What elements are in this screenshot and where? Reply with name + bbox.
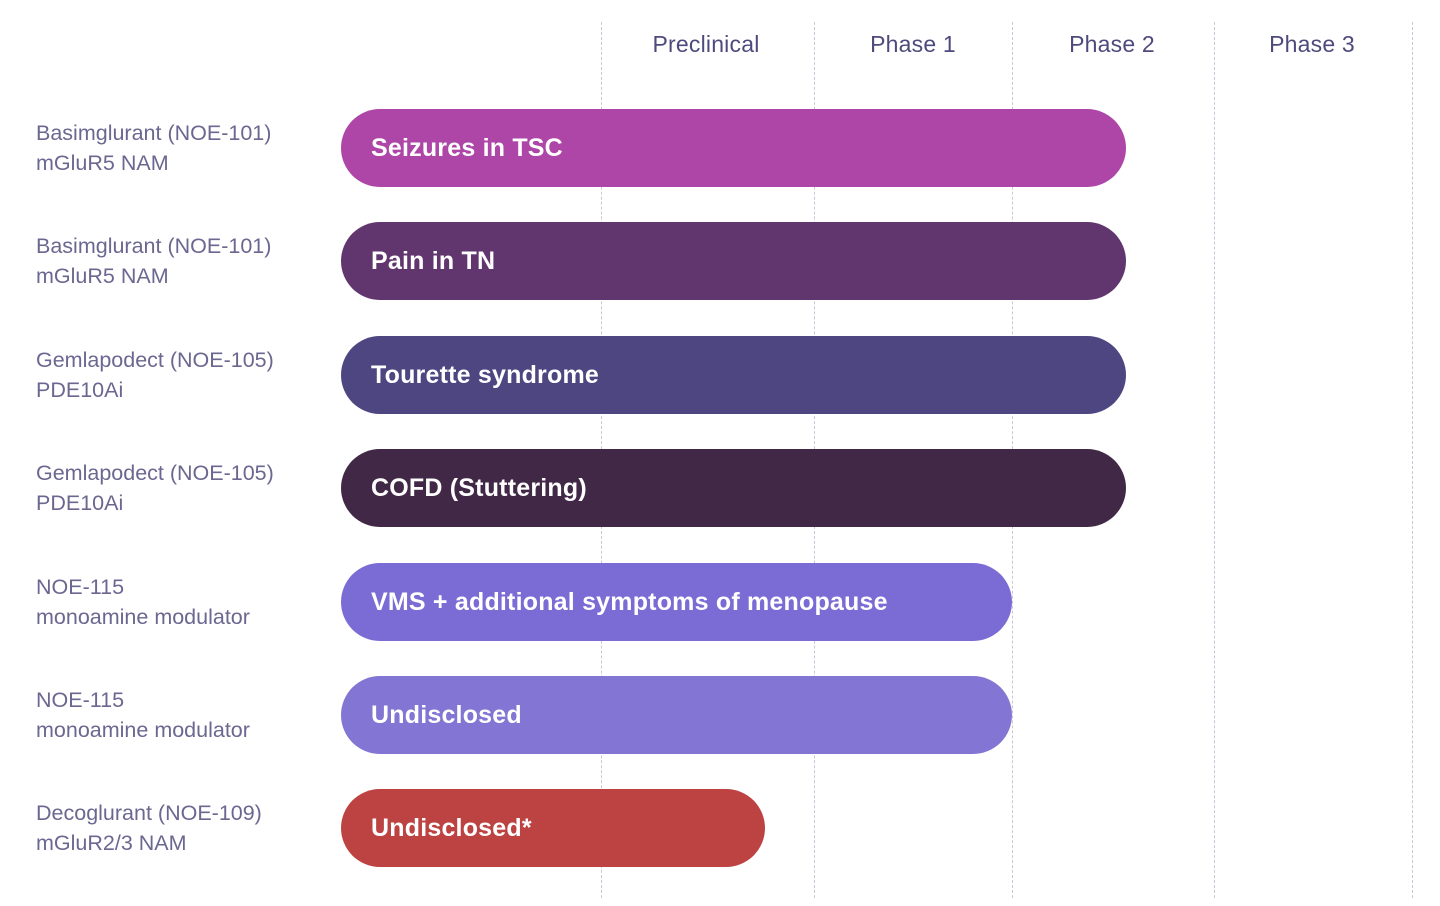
indication-label: VMS + additional symptoms of menopause xyxy=(371,587,888,616)
program-label: Decoglurant (NOE-109) mGluR2/3 NAM xyxy=(36,798,331,858)
pipeline-row: Basimglurant (NOE-101) mGluR5 NAM Seizur… xyxy=(0,91,1440,205)
program-target: PDE10Ai xyxy=(36,378,124,402)
pipeline-bar[interactable]: VMS + additional symptoms of menopause xyxy=(341,563,1012,641)
indication-label: Pain in TN xyxy=(371,246,496,275)
pipeline-row: Gemlapodect (NOE-105) PDE10Ai Tourette s… xyxy=(0,318,1440,432)
pipeline-bar[interactable]: Undisclosed* xyxy=(341,789,765,867)
program-compound: NOE-115 xyxy=(36,575,125,599)
program-label: NOE-115 monoamine modulator xyxy=(36,572,331,632)
pipeline-bar[interactable]: Seizures in TSC xyxy=(341,109,1126,187)
program-target: mGluR5 NAM xyxy=(36,151,169,175)
indication-label: COFD (Stuttering) xyxy=(371,473,587,502)
pipeline-bar[interactable]: COFD (Stuttering) xyxy=(341,449,1126,527)
pipeline-row: NOE-115 monoamine modulator Undisclosed xyxy=(0,658,1440,772)
program-compound: Basimglurant (NOE-101) xyxy=(36,121,272,145)
indication-label: Undisclosed* xyxy=(371,813,532,842)
pipeline-bar[interactable]: Pain in TN xyxy=(341,222,1126,300)
program-target: PDE10Ai xyxy=(36,491,124,515)
phase-header-phase-2: Phase 2 xyxy=(1069,31,1155,57)
program-label: Gemlapodect (NOE-105) PDE10Ai xyxy=(36,458,331,518)
indication-label: Undisclosed xyxy=(371,700,522,729)
program-label: Gemlapodect (NOE-105) PDE10Ai xyxy=(36,345,331,405)
pipeline-row: Basimglurant (NOE-101) mGluR5 NAM Pain i… xyxy=(0,204,1440,318)
phase-header-phase-1: Phase 1 xyxy=(870,31,956,57)
program-compound: NOE-115 xyxy=(36,688,125,712)
program-compound: Basimglurant (NOE-101) xyxy=(36,234,272,258)
pipeline-row: Gemlapodect (NOE-105) PDE10Ai COFD (Stut… xyxy=(0,431,1440,545)
program-target: monoamine modulator xyxy=(36,718,250,742)
program-target: mGluR5 NAM xyxy=(36,264,169,288)
program-compound: Decoglurant (NOE-109) xyxy=(36,801,262,825)
indication-label: Seizures in TSC xyxy=(371,133,563,162)
phase-header-phase-3: Phase 3 xyxy=(1269,31,1355,57)
program-compound: Gemlapodect (NOE-105) xyxy=(36,348,274,372)
program-label: Basimglurant (NOE-101) mGluR5 NAM xyxy=(36,118,331,178)
phase-header-preclinical: Preclinical xyxy=(652,31,760,57)
pipeline-bar[interactable]: Tourette syndrome xyxy=(341,336,1126,414)
pipeline-row: NOE-115 monoamine modulator VMS + additi… xyxy=(0,545,1440,659)
program-label: NOE-115 monoamine modulator xyxy=(36,685,331,745)
indication-label: Tourette syndrome xyxy=(371,360,599,389)
program-target: monoamine modulator xyxy=(36,605,250,629)
program-compound: Gemlapodect (NOE-105) xyxy=(36,461,274,485)
program-target: mGluR2/3 NAM xyxy=(36,831,187,855)
program-label: Basimglurant (NOE-101) mGluR5 NAM xyxy=(36,231,331,291)
pipeline-bar[interactable]: Undisclosed xyxy=(341,676,1012,754)
pipeline-row: Decoglurant (NOE-109) mGluR2/3 NAM Undis… xyxy=(0,771,1440,885)
